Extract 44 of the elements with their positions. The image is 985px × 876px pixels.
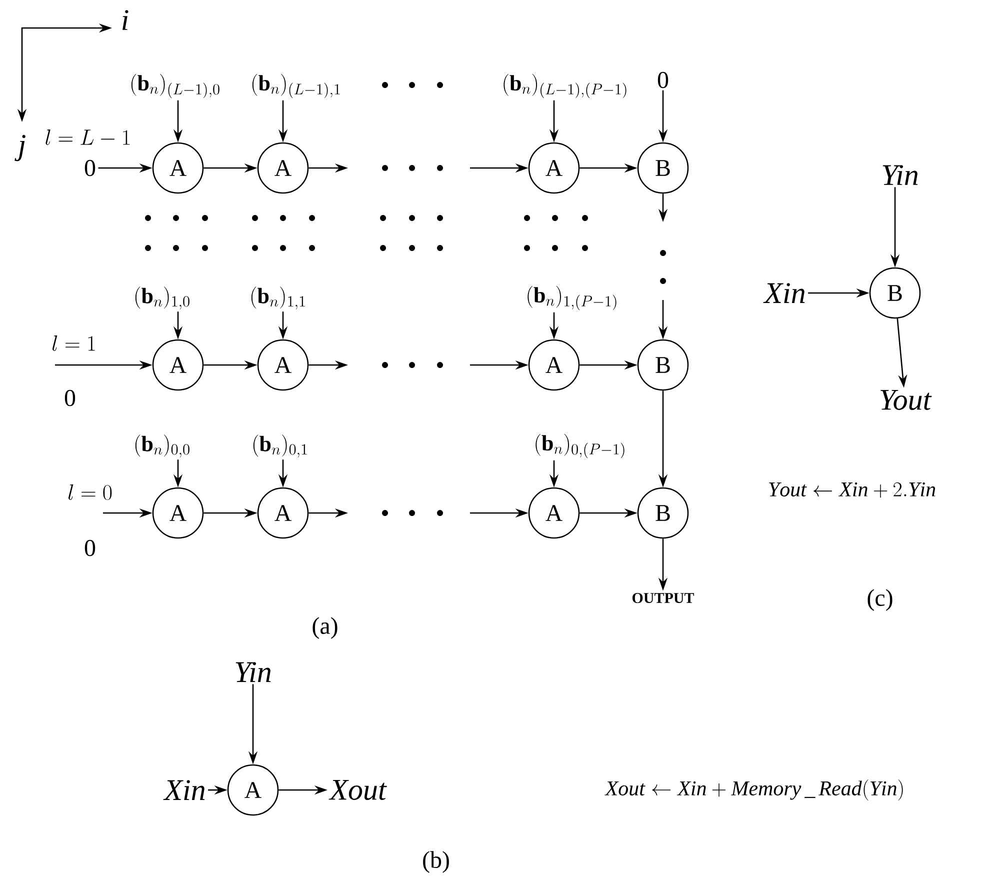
row-label: $l=1$ [52, 335, 95, 351]
input-label: $(\mathbf{b}_n)_{1,1}$ [251, 286, 305, 310]
processing-element: A [257, 142, 309, 194]
processing-element: B [869, 267, 921, 319]
processing-element: A [528, 487, 580, 539]
processing-element: A [152, 142, 204, 194]
signal-label: Yin [882, 165, 918, 185]
axis-label: j [14, 134, 26, 162]
panel-label: (b) [423, 851, 449, 873]
equation: $\mathit{Yout} \leftarrow \mathit{Xin} + 2.\mathit{Yin}$ [769, 482, 936, 498]
input-label: $(\mathbf{b}_n)_{(L-1),1}$ [252, 74, 340, 98]
input-label: 0 [84, 160, 96, 176]
input-label: $(\mathbf{b}_n)_{0,0}$ [135, 434, 190, 458]
row-label: $l=L-1$ [46, 129, 130, 145]
processing-element: A [227, 764, 279, 816]
signal-label: Xin [763, 283, 805, 303]
input-label: $(\mathbf{b}_n)_{(L-1),(P-1)}$ [504, 74, 626, 98]
panel-label: (a) [312, 617, 338, 639]
input-label: $(\mathbf{b}_n)_{(L-1),0}$ [131, 74, 220, 98]
signal-label: Xout [328, 780, 387, 800]
processing-element: A [257, 487, 309, 539]
processing-element: A [152, 339, 204, 391]
processing-element: B [637, 487, 689, 539]
output-label: OUTPUT [632, 592, 694, 604]
input-label: $(\mathbf{b}_n)_{0,1}$ [253, 434, 307, 458]
processing-element: A [528, 339, 580, 391]
input-label: $(\mathbf{b}_n)_{1,0}$ [135, 286, 190, 310]
input-label: 0 [658, 72, 668, 88]
processing-element: A [257, 339, 309, 391]
panel-label: (c) [868, 589, 892, 611]
processing-element: B [637, 339, 689, 391]
processing-element: B [637, 142, 689, 194]
processing-element: A [528, 142, 580, 194]
input-label: $(\mathbf{b}_n)_{0,(P-1)}$ [536, 434, 624, 458]
row-label: $l=0$ [68, 484, 112, 500]
input-label: 0 [84, 540, 96, 556]
input-label: 0 [64, 390, 76, 406]
processing-element: A [152, 487, 204, 539]
equation: $\mathit{Xout} \leftarrow \mathit{Xin} + \mathit{Memory}\,\_\,\mathit{Read}(\mathit{Yin})$ [604, 780, 903, 801]
signal-label: Yout [880, 390, 932, 410]
input-label: $(\mathbf{b}_n)_{1,(P-1)}$ [528, 286, 616, 310]
axis-label: i [122, 10, 128, 30]
signal-label: Xin [163, 780, 205, 800]
signal-label: Yin [236, 662, 271, 682]
